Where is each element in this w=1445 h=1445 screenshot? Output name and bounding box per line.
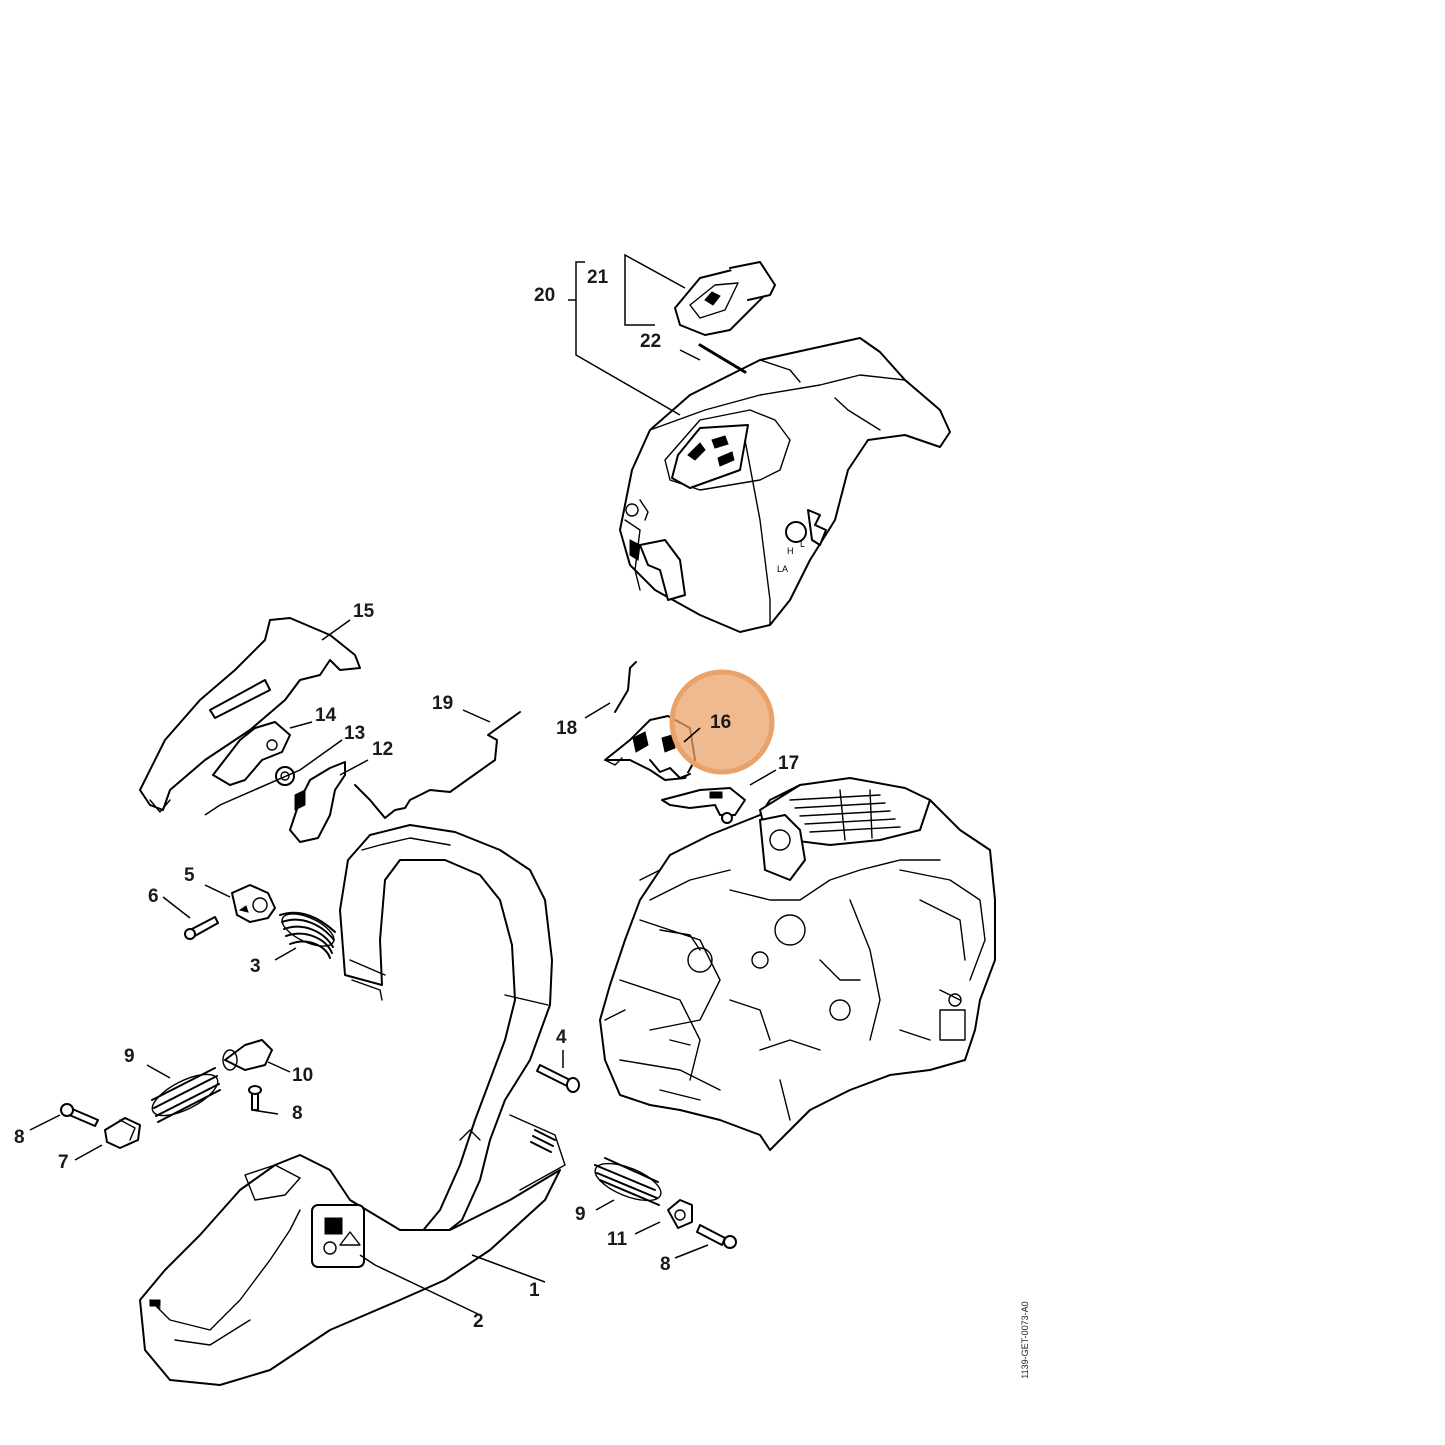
label-1[interactable]: 1 — [529, 1280, 540, 1301]
label-16[interactable]: 16 — [710, 712, 731, 733]
label-14[interactable]: 14 — [315, 705, 337, 726]
screw-8-b[interactable] — [60, 1103, 99, 1127]
label-8-left[interactable]: 8 — [14, 1127, 25, 1148]
spring-holder-11[interactable] — [667, 1199, 693, 1229]
label-18[interactable]: 18 — [556, 718, 577, 739]
spring-3[interactable] — [278, 907, 339, 959]
label-7[interactable]: 7 — [58, 1152, 69, 1173]
label-20[interactable]: 20 — [534, 285, 555, 306]
highlight-fill — [674, 674, 770, 770]
label-17[interactable]: 17 — [778, 753, 799, 774]
label-21[interactable]: 21 — [587, 267, 609, 288]
spring-holder-7[interactable] — [104, 1117, 141, 1149]
label-8-center[interactable]: 8 — [292, 1103, 303, 1124]
label-9-left[interactable]: 9 — [124, 1046, 135, 1067]
label-11[interactable]: 11 — [607, 1229, 628, 1250]
cover-mark-h: H — [787, 546, 794, 556]
buffer-spring-bottom — [530, 1129, 556, 1153]
label-19[interactable]: 19 — [432, 693, 453, 714]
part-labels: 1 2 3 4 5 6 7 8 8 8 9 9 10 11 12 13 14 1… — [14, 267, 799, 1332]
screw-6[interactable] — [184, 916, 219, 940]
screw-8-a[interactable] — [248, 1085, 262, 1111]
label-3[interactable]: 3 — [250, 956, 261, 977]
rear-handle-housing[interactable] — [139, 1114, 566, 1386]
cover-mark-l: L — [800, 539, 805, 549]
lever-plate[interactable] — [212, 721, 291, 786]
handle-guard-part[interactable] — [139, 617, 361, 813]
label-5[interactable]: 5 — [184, 865, 195, 886]
cover-lock-knob[interactable] — [674, 261, 776, 336]
label-12[interactable]: 12 — [372, 739, 393, 760]
throttle-trigger[interactable] — [289, 761, 346, 843]
label-8-right[interactable]: 8 — [660, 1254, 671, 1275]
choke-lever[interactable] — [661, 787, 746, 824]
spring-9-left[interactable] — [147, 1066, 224, 1124]
knob-seal — [698, 343, 747, 374]
label-13[interactable]: 13 — [344, 723, 365, 744]
engine-crankcase — [599, 777, 996, 1151]
throttle-rod[interactable] — [354, 711, 521, 819]
label-6[interactable]: 6 — [148, 886, 159, 907]
screw-8-c[interactable] — [696, 1224, 737, 1249]
label-4[interactable]: 4 — [556, 1027, 567, 1048]
label-10[interactable]: 10 — [292, 1065, 313, 1086]
sleeve-part[interactable] — [231, 884, 276, 923]
label-22[interactable]: 22 — [640, 331, 661, 352]
drawing-code: 1139-GET-0073-A0 — [1020, 1301, 1030, 1378]
label-9-right[interactable]: 9 — [575, 1204, 586, 1225]
cover-mark-la: LA — [777, 564, 788, 574]
screw-4[interactable] — [536, 1064, 580, 1093]
spring-9-right[interactable] — [590, 1156, 665, 1208]
shift-rod[interactable] — [614, 661, 637, 713]
leader-lines — [29, 253, 777, 1316]
label-15[interactable]: 15 — [353, 601, 375, 622]
label-2[interactable]: 2 — [473, 1311, 484, 1332]
shroud-cover[interactable]: H L LA — [619, 337, 951, 633]
annular-buffer[interactable] — [222, 1039, 273, 1071]
highlight-circle — [669, 669, 775, 775]
